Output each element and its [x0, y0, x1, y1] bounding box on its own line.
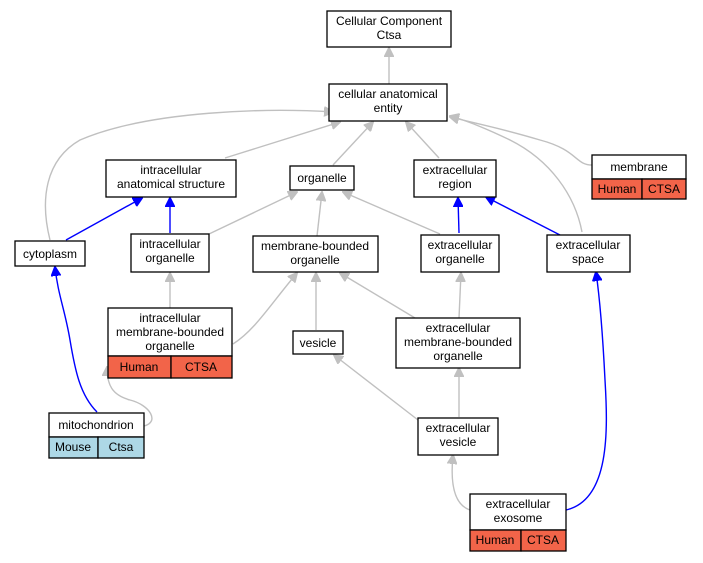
edge-mbo-organelle [317, 192, 322, 237]
node-vesicle[interactable]: vesicle [292, 330, 344, 355]
species-label: Human [476, 533, 515, 547]
node-mitochondrion[interactable]: mitochondrion Mouse Ctsa [48, 412, 145, 459]
node-label: exosome [494, 511, 543, 525]
node-label: cytoplasm [23, 247, 77, 261]
node-label: membrane [610, 160, 668, 174]
node-label: extracellular [426, 421, 491, 435]
node-label: membrane-bounded [261, 239, 369, 253]
node-membrane-bounded-organelle[interactable]: membrane-bounded organelle [252, 235, 379, 273]
node-label: intracellular [140, 163, 201, 177]
node-intracellular-organelle[interactable]: intracellular organelle [130, 233, 210, 273]
edge-embo-mbo [340, 273, 416, 319]
node-label: extracellular [486, 497, 551, 511]
edge-exo-ecs [565, 272, 608, 511]
node-cellular-anatomical-entity[interactable]: cellular anatomical entity [328, 83, 448, 122]
edge-organelle-cae [332, 122, 373, 166]
node-label: cellular anatomical [338, 87, 437, 101]
node-extracellular-vesicle[interactable]: extracellular vesicle [417, 417, 499, 456]
gene-tag [97, 436, 145, 459]
node-label: anatomical structure [117, 177, 225, 191]
edge-membrane-cae [450, 117, 593, 166]
node-intracellular-anatomical-structure[interactable]: intracellular anatomical structure [105, 159, 237, 198]
node-label: extracellular [556, 238, 621, 252]
node-membrane[interactable]: membrane Human CTSA [591, 154, 687, 200]
node-label: organelle [145, 339, 195, 353]
node-extracellular-region[interactable]: extracellular region [413, 159, 497, 198]
gene-tag [170, 355, 233, 379]
node-root[interactable]: Cellular Component Ctsa [326, 10, 452, 48]
edge-mito-imbo [107, 367, 153, 427]
node-label: Ctsa [377, 28, 402, 42]
edge-imbo-mbo [232, 273, 297, 345]
edge-embo-eco [459, 273, 461, 319]
node-organelle[interactable]: organelle [289, 165, 355, 191]
node-label: entity [374, 101, 403, 115]
edge-ecs-cae [450, 116, 583, 233]
gene-label: CTSA [185, 360, 217, 374]
gene-label: CTSA [648, 182, 680, 196]
node-label: organelle [435, 252, 485, 266]
species-label: Mouse [55, 440, 91, 454]
species-label: Human [120, 360, 159, 374]
edge-ecs-ecr [486, 197, 561, 236]
node-extracellular-space[interactable]: extracellular space [546, 234, 631, 273]
node-label: organelle [297, 171, 347, 185]
node-label: space [572, 252, 604, 266]
node-label: extracellular [423, 163, 488, 177]
gene-label: CTSA [527, 533, 559, 547]
gene-tag [520, 529, 567, 552]
node-label: membrane-bounded [404, 335, 512, 349]
edge-ecr-cae [406, 122, 440, 159]
node-label: organelle [433, 349, 483, 363]
edge-exo-ecv [452, 455, 471, 511]
node-label: region [438, 177, 471, 191]
node-label: organelle [145, 251, 195, 265]
edge-cytoplasm-ias [65, 198, 142, 241]
edge-io-organelle [208, 192, 297, 235]
node-intracellular-membrane-bounded-organelle[interactable]: intracellular membrane-bounded organelle… [107, 307, 233, 379]
node-cytoplasm[interactable]: cytoplasm [14, 240, 86, 267]
node-label: intracellular [139, 237, 200, 251]
gene-tag [641, 178, 687, 200]
edges [44, 48, 608, 511]
edge-eco-ecr [458, 198, 459, 234]
node-label: extracellular [426, 321, 491, 335]
node-extracellular-exosome[interactable]: extracellular exosome Human CTSA [469, 493, 567, 552]
edge-mito-cytoplasm [55, 267, 98, 413]
node-label: membrane-bounded [116, 325, 224, 339]
node-label: extracellular [428, 238, 493, 252]
node-label: Cellular Component [336, 14, 443, 28]
node-extracellular-membrane-bounded-organelle[interactable]: extracellular membrane-bounded organelle [395, 317, 521, 369]
node-label: vesicle [440, 435, 477, 449]
node-label: vesicle [300, 336, 337, 350]
node-label: intracellular [139, 311, 200, 325]
species-label: Human [598, 182, 637, 196]
edge-ias-cae [224, 122, 340, 159]
node-label: organelle [290, 253, 340, 267]
node-extracellular-organelle[interactable]: extracellular organelle [420, 234, 500, 273]
edge-eco-organelle [343, 192, 441, 235]
edge-cytoplasm-cae [44, 110, 333, 241]
node-label: mitochondrion [58, 418, 133, 432]
edge-ecv-vesicle [334, 355, 419, 421]
gene-label: Ctsa [109, 440, 134, 454]
